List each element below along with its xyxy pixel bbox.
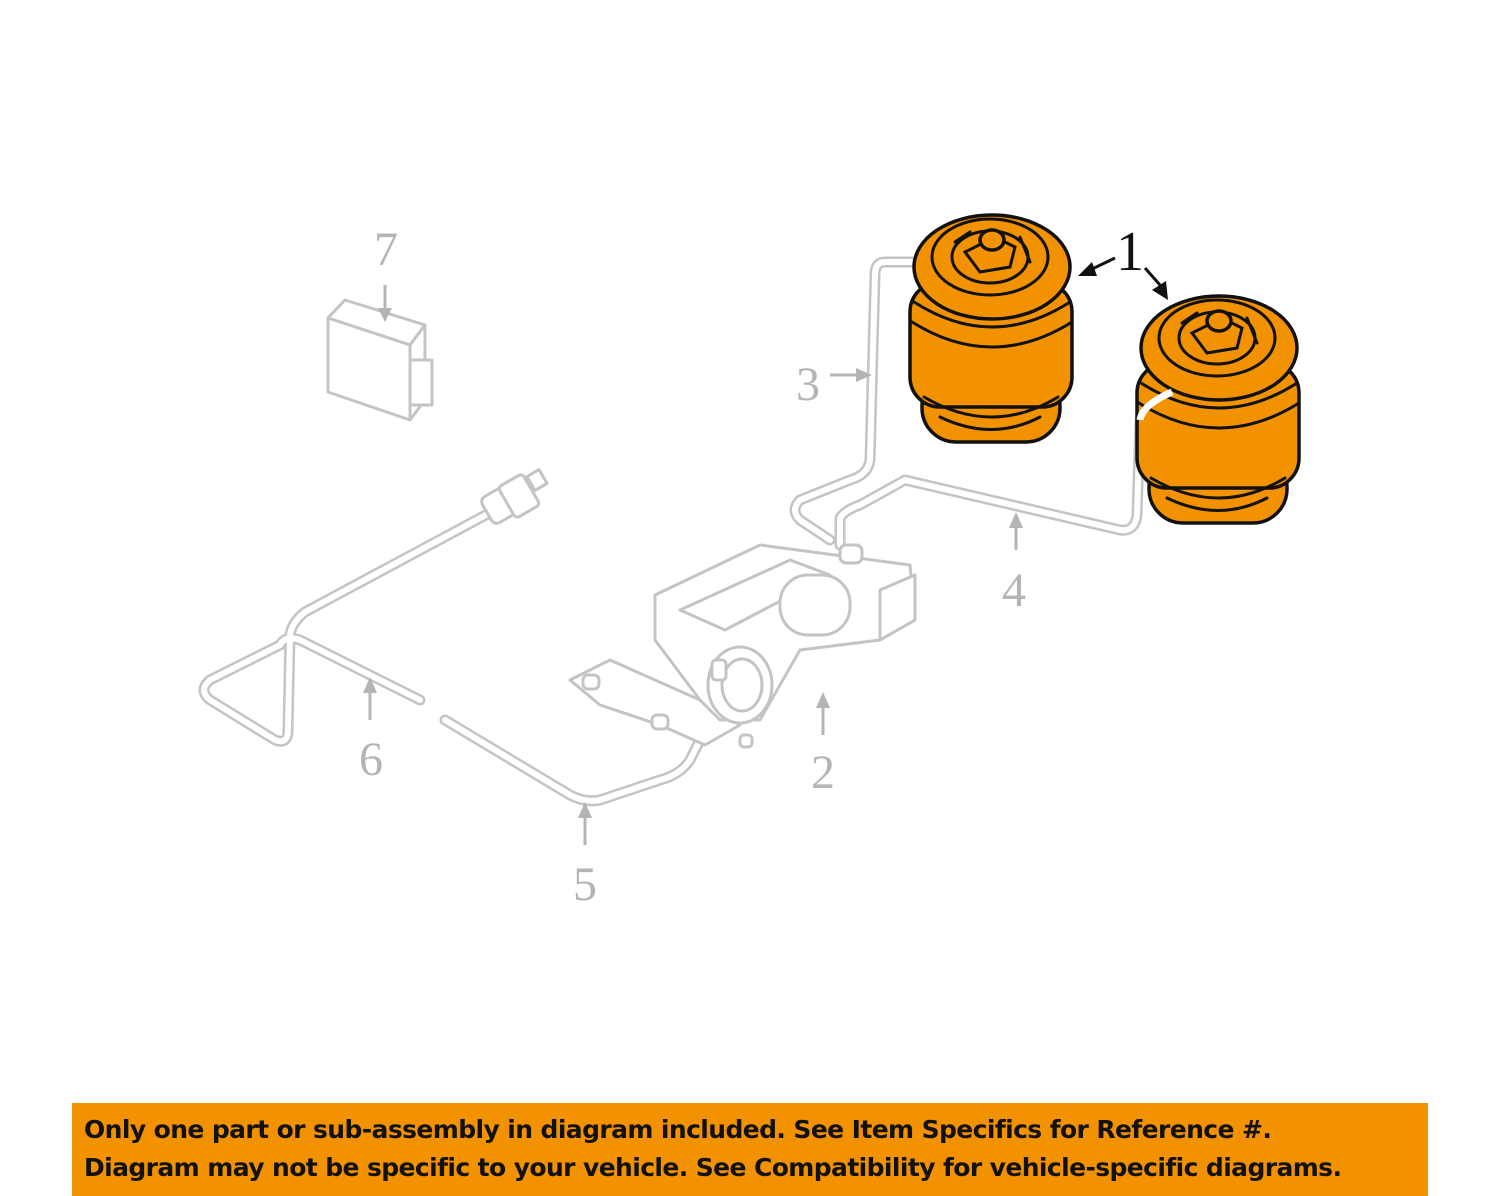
callout-arrows <box>363 256 1168 845</box>
callout-6: 6 <box>359 733 383 786</box>
compressor-assembly <box>568 543 917 749</box>
callout-7: 7 <box>374 223 398 276</box>
air-spring-right <box>1135 294 1301 525</box>
disclaimer-line-2: Diagram may not be specific to your vehi… <box>84 1153 1342 1182</box>
disclaimer-banner: Only one part or sub-assembly in diagram… <box>72 1103 1428 1196</box>
callout-4: 4 <box>1002 564 1026 617</box>
control-module <box>326 298 434 422</box>
callout-1: 1 <box>1116 221 1144 283</box>
disclaimer-line-1: Only one part or sub-assembly in diagram… <box>84 1115 1272 1144</box>
callout-2: 2 <box>811 746 835 799</box>
parts-diagram: 1 2 3 4 5 6 7 <box>198 213 1301 911</box>
pressure-sensor <box>480 468 549 525</box>
air-spring-left <box>908 213 1074 444</box>
callout-5: 5 <box>573 858 597 911</box>
callout-3: 3 <box>796 358 820 411</box>
